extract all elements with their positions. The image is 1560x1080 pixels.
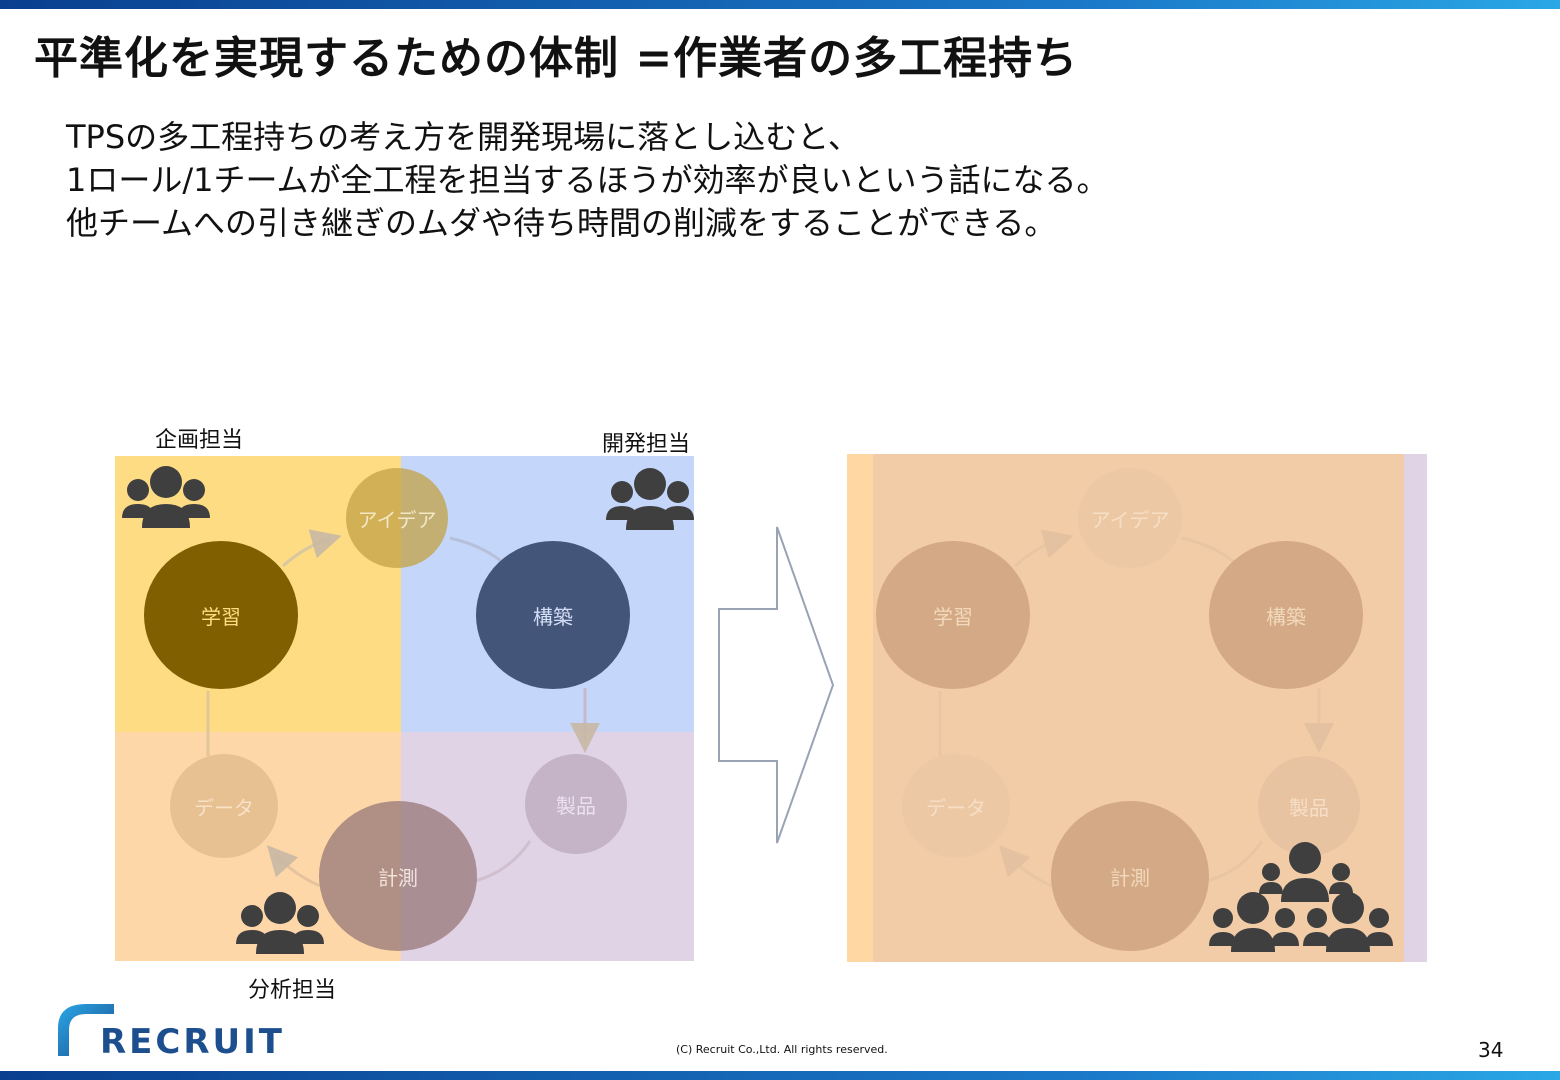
stage-product: 製品 <box>525 754 627 854</box>
top-accent-bar <box>0 0 1560 9</box>
unified-stage-product: 製品 <box>1258 756 1360 856</box>
stage-product-label: 製品 <box>556 793 596 818</box>
unified-stage-build-label: 構築 <box>1266 604 1306 629</box>
copyright-notice: (C) Recruit Co.,Ltd. All rights reserved… <box>676 1043 888 1056</box>
unified-stage-data-label: データ <box>926 795 986 820</box>
body-line-3: 他チームへの引き継ぎのムダや待ち時間の削減をすることができる。 <box>66 204 1057 242</box>
transition-arrow-icon <box>718 526 835 844</box>
stage-measure: 計測 <box>319 801 477 951</box>
stage-measure-label: 計測 <box>378 865 418 890</box>
stage-idea: アイデア <box>346 468 448 568</box>
unified-stage-measure: 計測 <box>1051 801 1209 951</box>
recruit-logo-text: RECRUIT <box>100 1022 285 1062</box>
body-line-1: TPSの多工程持ちの考え方を開発現場に落とし込むと、 <box>66 118 860 156</box>
analysis-role-label: 分析担当 <box>248 978 337 1003</box>
unified-stage-learn: 学習 <box>876 541 1030 689</box>
development-role-label: 開発担当 <box>602 432 691 457</box>
unified-stage-data: データ <box>902 754 1010 858</box>
stage-data: データ <box>170 754 278 858</box>
slide-body: TPSの多工程持ちの考え方を開発現場に落とし込むと、 1ロール/1チームが全工程… <box>66 116 1109 245</box>
page-number: 34 <box>1478 1038 1504 1062</box>
stage-data-label: データ <box>194 795 254 820</box>
slide-title: 平準化を実現するための体制 =作業者の多工程持ち <box>34 33 1079 84</box>
stage-learn: 学習 <box>144 541 298 689</box>
unified-stage-product-label: 製品 <box>1289 795 1329 820</box>
unified-stage-idea: アイデア <box>1078 468 1182 568</box>
stage-build-label: 構築 <box>533 604 573 629</box>
recruit-logo-icon <box>58 1004 114 1056</box>
combined-team-icon <box>1209 842 1393 952</box>
stage-learn-label: 学習 <box>201 604 241 629</box>
planning-team-icon <box>122 466 210 528</box>
stage-build: 構築 <box>476 541 630 689</box>
body-line-2: 1ロール/1チームが全工程を担当するほうが効率が良いという話になる。 <box>66 161 1109 199</box>
unified-stage-build: 構築 <box>1209 541 1363 689</box>
analysis-team-icon <box>236 892 324 954</box>
bottom-accent-bar <box>0 1071 1560 1080</box>
planning-role-label: 企画担当 <box>155 428 244 453</box>
stage-idea-label: アイデア <box>357 507 437 532</box>
unified-stage-idea-label: アイデア <box>1090 507 1170 532</box>
unified-stage-learn-label: 学習 <box>933 604 973 629</box>
unified-stage-measure-label: 計測 <box>1110 865 1150 890</box>
development-team-icon <box>606 468 694 530</box>
